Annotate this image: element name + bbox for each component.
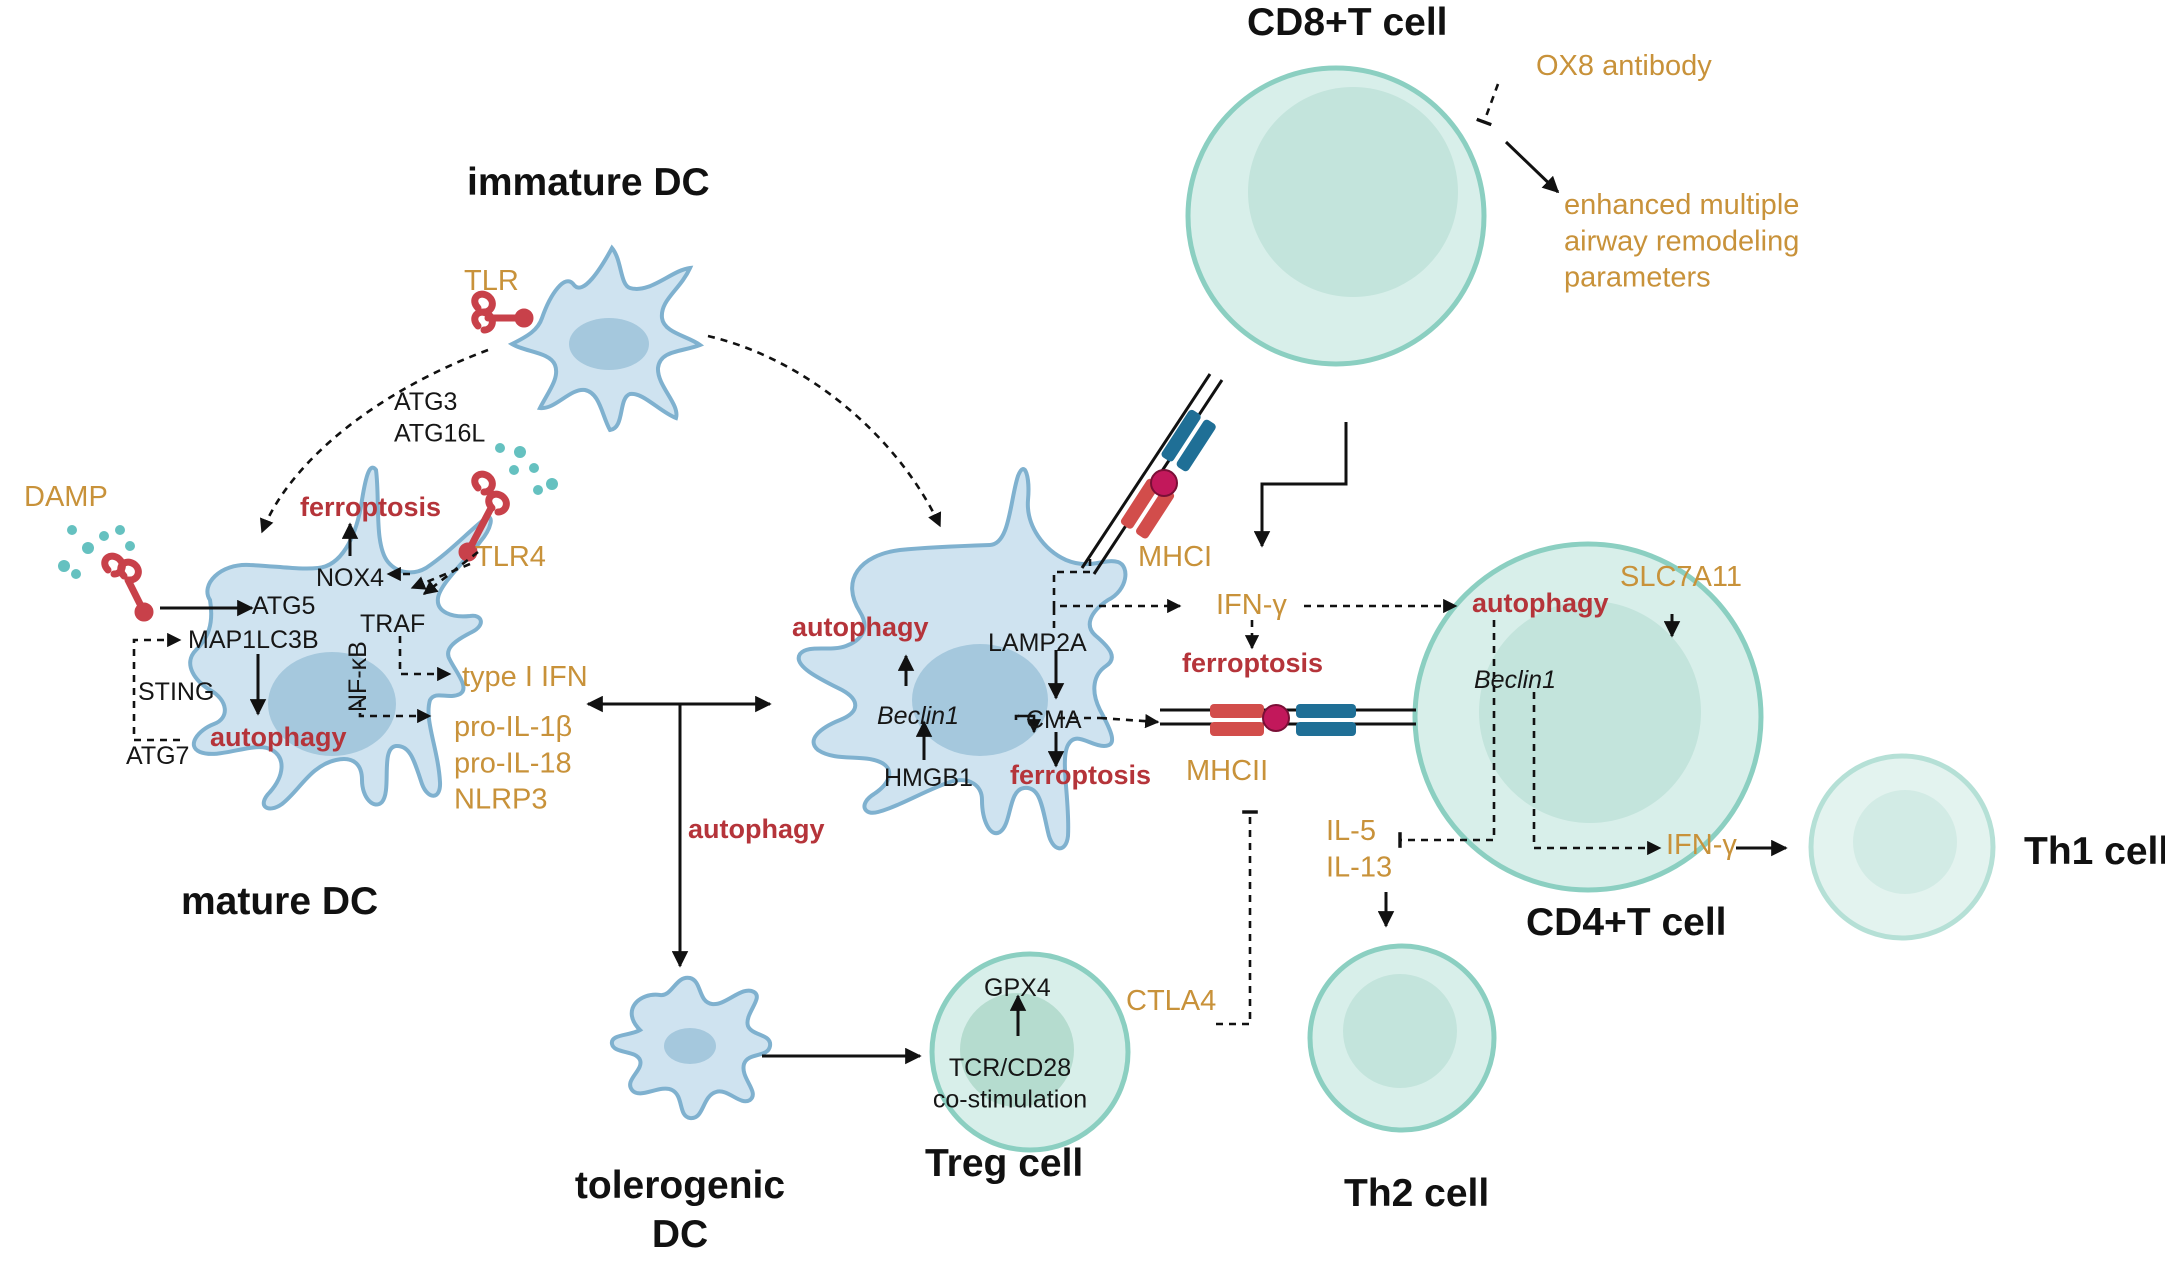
mhcii-label: MHCII — [1186, 755, 1268, 787]
slc7a11-label: SLC7A11 — [1620, 561, 1742, 593]
sting-label: STING — [138, 678, 214, 706]
mhci-tcr-complex — [1080, 373, 1224, 575]
ctla4-label: CTLA4 — [1126, 985, 1216, 1017]
autophagy-cd4-label: autophagy — [1472, 588, 1609, 618]
immature-dc-shape — [507, 244, 705, 433]
mhcii-tcr-complex — [1160, 704, 1416, 736]
ox8-antibody-label: OX8 antibody — [1536, 50, 1712, 82]
damp-particles — [58, 525, 135, 579]
damp-label: DAMP — [24, 481, 108, 513]
gpx4-label: GPX4 — [984, 974, 1051, 1002]
treg-cell-title: Treg cell — [925, 1142, 1083, 1185]
autophagy-mature-dc-label: autophagy — [210, 722, 347, 752]
cd8-t-cell-shape — [1185, 65, 1487, 367]
treg-cell-shape — [929, 951, 1131, 1153]
autophagy-tolerogenic-label: autophagy — [688, 814, 825, 844]
lamp2a-label: LAMP2A — [988, 629, 1087, 657]
hmgb1-label: HMGB1 — [884, 764, 973, 792]
cd8-t-cell-title: CD8+T cell — [1247, 1, 1448, 44]
activated-dc-shape — [796, 467, 1128, 851]
traf-label: TRAF — [360, 610, 425, 638]
mature-dc-title: mature DC — [181, 880, 378, 923]
dashed-arrows — [132, 83, 1662, 1026]
cma-label: CMA — [1026, 706, 1082, 734]
atg5-label: ATG5 — [252, 592, 315, 620]
mhci-label: MHCI — [1138, 541, 1212, 573]
th2-cell-shape — [1307, 943, 1497, 1133]
tlr4-ligand-particles — [495, 443, 558, 495]
th1-cell-shape — [1808, 753, 1996, 941]
ifn-gamma-cd4-label: IFN-γ — [1666, 829, 1737, 861]
nox4-label: NOX4 — [316, 564, 384, 592]
tlr4-receptor-icon — [458, 470, 510, 562]
solid-arrows — [160, 140, 1788, 1065]
nfkb-label: NF-κB — [344, 641, 372, 712]
tolerogenic-dc-shape — [609, 975, 773, 1120]
tlr-label: TLR — [464, 265, 519, 297]
th1-cell-title: Th1 cell — [2024, 830, 2165, 873]
type1-ifn-label: type I IFN — [462, 661, 588, 693]
immature-dc-title: immature DC — [467, 161, 710, 204]
beclin1-dc-label: Beclin1 — [877, 702, 959, 730]
ferroptosis-dc-label: ferroptosis — [1010, 760, 1151, 790]
tlr-receptor-icon — [471, 290, 534, 334]
beclin1-cd4-label: Beclin1 — [1474, 666, 1556, 694]
cd4-t-cell-title: CD4+T cell — [1526, 901, 1727, 944]
map1lc3b-label: MAP1LC3B — [188, 626, 319, 654]
ferroptosis-mature-dc-label: ferroptosis — [300, 492, 441, 522]
damp-receptor-icon — [101, 552, 154, 622]
th2-cell-title: Th2 cell — [1344, 1172, 1489, 1215]
ifn-gamma-dc-label: IFN-γ — [1216, 589, 1287, 621]
autophagy-dc-label: autophagy — [792, 612, 929, 642]
mature-dc-shape — [188, 465, 493, 811]
tlr4-label: TLR4 — [475, 541, 546, 573]
atg7-label: ATG7 — [126, 742, 189, 770]
ferroptosis-ifn-label: ferroptosis — [1182, 648, 1323, 678]
